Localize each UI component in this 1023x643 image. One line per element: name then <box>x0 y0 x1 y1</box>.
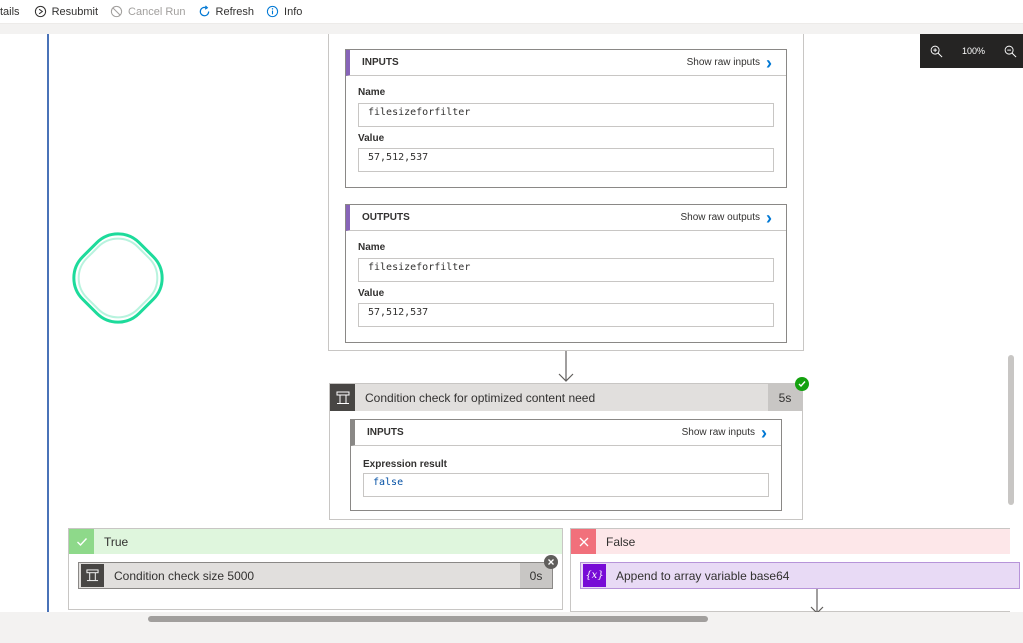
success-check-icon <box>795 377 809 391</box>
condition-icon <box>81 564 104 587</box>
variable-action-card: INPUTS Show raw inputs › Name filesizefor… <box>328 34 804 351</box>
refresh-button[interactable]: Refresh <box>198 5 255 18</box>
outputs-value-label: Value <box>358 288 385 299</box>
expression-result-value: false <box>363 473 769 497</box>
variable-icon: {x} <box>583 564 606 587</box>
condition-icon <box>330 384 355 411</box>
chevron-right-icon: › <box>766 52 772 73</box>
condition-title: Condition check for optimized content ne… <box>365 390 596 405</box>
condition-check-size-action[interactable]: Condition check size 5000 0s <box>78 562 553 589</box>
scope-line <box>47 34 49 612</box>
condition-card[interactable]: Condition check for optimized content ne… <box>329 377 809 520</box>
condition-header[interactable]: Condition check for optimized content ne… <box>330 384 802 411</box>
false-branch: False {x} Append to array variable base6… <box>570 528 1020 612</box>
info-button[interactable]: Info <box>266 5 302 18</box>
true-branch-label: True <box>104 534 129 549</box>
condition-show-raw-inputs-label: Show raw inputs <box>681 427 755 438</box>
outputs-header: OUTPUTS Show raw outputs › <box>346 205 786 231</box>
inputs-title: INPUTS <box>362 57 399 68</box>
canvas-top-gutter <box>0 24 1023 34</box>
chevron-right-icon: › <box>766 207 772 228</box>
show-raw-inputs-link[interactable]: Show raw inputs › <box>687 54 772 72</box>
inputs-header: INPUTS Show raw inputs › <box>346 50 786 76</box>
toolbar: tails Resubmit Cancel Run Refresh Info <box>0 0 1023 24</box>
condition-inputs-title: INPUTS <box>367 427 404 438</box>
inputs-value-value: 57,512,537 <box>358 148 774 172</box>
true-branch: True Condition check size 5000 0s <box>68 528 563 610</box>
cancel-run-button[interactable]: Cancel Run <box>110 5 186 18</box>
zoom-control: 100% <box>920 34 1023 68</box>
details-button[interactable]: tails <box>0 6 20 18</box>
outputs-title: OUTPUTS <box>362 212 410 223</box>
condition-show-raw-inputs-link[interactable]: Show raw inputs › <box>682 424 767 442</box>
false-branch-header[interactable]: False <box>571 529 1010 554</box>
refresh-icon <box>199 5 209 17</box>
loading-spinner-icon <box>72 232 164 324</box>
condition-inputs-header: INPUTS Show raw inputs › <box>351 420 781 446</box>
chevron-right-icon: › <box>761 422 767 443</box>
cancel-run-label: Cancel Run <box>128 5 186 18</box>
designer-canvas: INPUTS Show raw inputs › Name filesizefor… <box>0 34 1023 612</box>
condition-check-size-title: Condition check size 5000 <box>114 568 255 583</box>
append-to-array-title: Append to array variable base64 <box>616 568 790 583</box>
show-raw-inputs-label: Show raw inputs <box>686 57 760 68</box>
condition-inputs-section: INPUTS Show raw inputs › Expression resul… <box>350 419 782 511</box>
inputs-name-value: filesizeforfilter <box>358 103 774 127</box>
check-icon <box>69 529 94 554</box>
zoom-in-icon[interactable] <box>930 45 943 58</box>
zoom-out-icon[interactable] <box>1004 45 1017 58</box>
show-raw-outputs-label: Show raw outputs <box>680 212 761 223</box>
true-branch-header[interactable]: True <box>69 529 562 554</box>
inputs-value-label: Value <box>358 133 385 144</box>
close-icon <box>571 529 596 554</box>
connector-arrow <box>558 351 574 382</box>
inputs-section: INPUTS Show raw inputs › Name filesizefor… <box>345 49 787 188</box>
skipped-status-icon <box>544 555 558 569</box>
outputs-name-value: filesizeforfilter <box>358 258 774 282</box>
outputs-value-value: 57,512,537 <box>358 303 774 327</box>
horizontal-scrollbar-thumb[interactable] <box>148 616 708 622</box>
resubmit-icon <box>34 5 46 18</box>
info-label: Info <box>284 5 303 18</box>
append-to-array-action[interactable]: {x} Append to array variable base64 <box>580 562 1020 589</box>
false-branch-label: False <box>606 534 636 549</box>
vertical-scrollbar-thumb[interactable] <box>1008 355 1014 505</box>
show-raw-outputs-link[interactable]: Show raw outputs › <box>681 209 773 227</box>
outputs-name-label: Name <box>358 242 386 253</box>
cancel-icon <box>110 5 123 18</box>
zoom-level[interactable]: 100% <box>961 46 986 56</box>
resubmit-button[interactable]: Resubmit <box>34 5 98 18</box>
info-icon <box>266 5 279 18</box>
connector-arrow <box>810 589 824 612</box>
expression-result-label: Expression result <box>363 459 447 470</box>
outputs-section: OUTPUTS Show raw outputs › Name filesizef… <box>345 204 787 343</box>
resubmit-label: Resubmit <box>51 5 99 18</box>
inputs-name-label: Name <box>358 87 386 98</box>
refresh-label: Refresh <box>215 5 255 18</box>
details-label: tails <box>0 5 20 18</box>
